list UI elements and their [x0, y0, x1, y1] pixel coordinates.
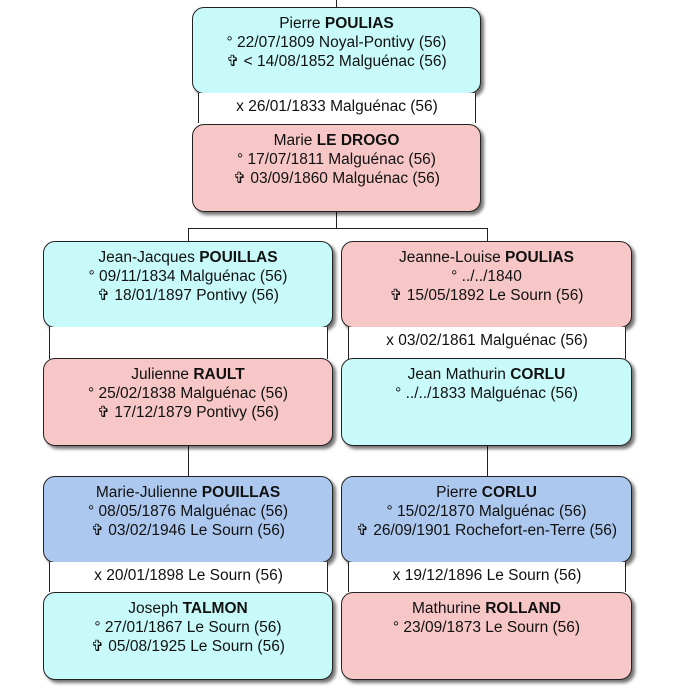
death-info: ✞ 03/02/1946 Le Sourn (56) [91, 522, 285, 539]
death-info: ✞ 26/09/1901 Rochefort-en-Terre (56) [355, 522, 618, 539]
person-name: Jean Mathurin CORLU [407, 366, 566, 383]
marriage-info [49, 327, 328, 359]
person-name: Jeanne-Louise POULIAS [399, 249, 574, 266]
death-info: ✞ < 14/08/1852 Malguénac (56) [226, 53, 447, 70]
connector-line [336, 0, 337, 7]
person-jean-jacques-pouillas[interactable]: Jean-Jacques POUILLAS ° 09/11/1834 Malgu… [43, 241, 333, 328]
death-info: ✞ 15/05/1892 Le Sourn (56) [389, 287, 584, 304]
person-pierre-poulias[interactable]: Pierre POULIAS ° 22/07/1809 Noyal-Pontiv… [192, 7, 481, 94]
connector-line [487, 228, 488, 241]
person-joseph-talmon[interactable]: Joseph TALMON ° 27/01/1867 Le Sourn (56)… [43, 592, 333, 680]
birth-info: ° 23/09/1873 Le Sourn (56) [392, 619, 581, 636]
birth-info: ° 15/02/1870 Malguénac (56) [386, 503, 587, 520]
birth-info: ° 08/05/1876 Malguénac (56) [87, 503, 289, 520]
person-name: Joseph TALMON [128, 600, 248, 617]
person-marie-le-drogo[interactable]: Marie LE DROGO ° 17/07/1811 Malguénac (5… [192, 124, 481, 212]
person-name: Pierre POULIAS [279, 15, 394, 32]
birth-info: ° ../../1840 [451, 268, 522, 285]
person-name: Marie LE DROGO [273, 132, 400, 149]
connector-line [188, 228, 488, 229]
person-name: Marie-Julienne POUILLAS [95, 484, 281, 501]
person-pierre-corlu[interactable]: Pierre CORLU ° 15/02/1870 Malguénac (56)… [341, 476, 632, 563]
birth-info: ° 27/01/1867 Le Sourn (56) [94, 619, 282, 636]
marriage-info: x 03/02/1861 Malguénac (56) [348, 327, 626, 359]
birth-info: ° ../../1833 Malguénac (56) [395, 385, 578, 402]
person-marie-julienne-pouillas[interactable]: Marie-Julienne POUILLAS ° 08/05/1876 Mal… [43, 476, 333, 563]
person-name: Jean-Jacques POUILLAS [98, 249, 278, 266]
person-name: Pierre CORLU [436, 484, 537, 501]
death-info: ✞ 18/01/1897 Pontivy (56) [97, 287, 279, 304]
marriage-info: x 20/01/1898 Le Sourn (56) [49, 562, 328, 592]
connector-line [336, 212, 337, 228]
connector-line [188, 228, 189, 241]
birth-info: ° 17/07/1811 Malguénac (56) [237, 151, 436, 168]
person-jeanne-louise-poulias[interactable]: Jeanne-Louise POULIAS ° ../../1840 ✞ 15/… [341, 241, 632, 328]
connector-line [188, 446, 189, 476]
birth-info: ° 25/02/1838 Malguénac (56) [87, 385, 289, 402]
birth-info: ° 09/11/1834 Malguénac (56) [88, 268, 288, 285]
death-info: ✞ 03/09/1860 Malguénac (56) [233, 170, 440, 187]
death-info: ✞ 05/08/1925 Le Sourn (56) [91, 638, 285, 655]
marriage-info: x 19/12/1896 Le Sourn (56) [348, 562, 626, 592]
birth-info: ° 22/07/1809 Noyal-Pontivy (56) [226, 34, 447, 51]
person-julienne-rault[interactable]: Julienne RAULT ° 25/02/1838 Malguénac (5… [43, 358, 333, 446]
person-jean-mathurin-corlu[interactable]: Jean Mathurin CORLU ° ../../1833 Malguén… [341, 358, 632, 446]
person-name: Julienne RAULT [131, 366, 245, 383]
death-info: ✞ 17/12/1879 Pontivy (56) [97, 404, 279, 421]
connector-line [487, 446, 488, 476]
person-mathurine-rolland[interactable]: Mathurine ROLLAND ° 23/09/1873 Le Sourn … [341, 592, 632, 680]
marriage-info: x 26/01/1833 Malguénac (56) [198, 93, 476, 123]
person-name: Mathurine ROLLAND [411, 600, 562, 617]
